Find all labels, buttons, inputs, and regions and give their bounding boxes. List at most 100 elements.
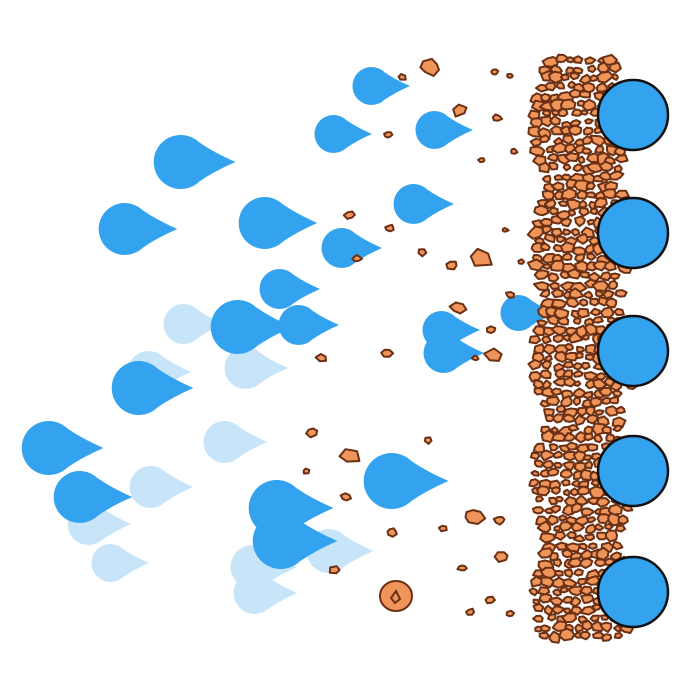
wall-fragment-icon <box>554 495 564 503</box>
wall-fragment-icon <box>609 396 620 405</box>
wall-fragment-icon <box>541 459 555 469</box>
wall-fragment-icon <box>573 55 584 64</box>
wall-fragment-icon <box>612 424 622 433</box>
wall-fragment-icon <box>596 70 615 84</box>
wall-fragment-icon <box>532 325 546 337</box>
wall-fragment-icon <box>558 627 576 642</box>
wall-fragment-icon <box>570 487 579 497</box>
wall-fragment-icon <box>558 521 574 532</box>
wall-fragment-icon <box>571 108 583 117</box>
debris-fragment-icon <box>314 353 328 363</box>
wall-fragment-icon <box>538 631 550 640</box>
wall-fragment-icon <box>599 621 613 633</box>
wall-fragment-icon <box>559 586 569 594</box>
wall-fragment-icon <box>586 413 599 425</box>
debris-fragment-icon <box>510 147 519 155</box>
wall-fragment-icon <box>612 389 623 398</box>
wall-fragment-icon <box>568 209 577 217</box>
debris-fragment-icon <box>469 247 493 267</box>
wall-fragment-icon <box>560 395 573 408</box>
wall-fragment-icon <box>580 594 595 605</box>
wall-fragment-icon <box>560 98 577 111</box>
water-drop-icon <box>53 471 133 523</box>
water-drop-icon <box>111 361 194 415</box>
debris-fragment-icon <box>397 73 407 81</box>
wall-fragment-icon <box>550 387 562 397</box>
wall-fragment-icon <box>609 272 621 281</box>
wall-fragment-icon <box>593 196 608 209</box>
debris-fragment-icon <box>452 103 468 118</box>
wall-fragment-icon <box>553 461 563 469</box>
wall-fragment-icon <box>577 577 589 587</box>
wall-fragment-icon <box>568 287 585 300</box>
wall-fragment-icon <box>548 161 559 171</box>
wall-fragment-icon <box>580 109 589 116</box>
wall-fragment-icon <box>598 386 613 397</box>
debris-fragment-icon <box>339 492 352 502</box>
wall-fragment-icon <box>543 604 554 616</box>
wall-fragment-icon <box>559 73 570 82</box>
wall-fragment-icon <box>576 307 590 319</box>
wall-fragment-icon <box>541 56 560 68</box>
wall-fragment-icon <box>544 81 557 92</box>
wall-fragment-icon <box>560 478 571 487</box>
wall-fragment-icon <box>571 502 584 514</box>
water-drop-icon <box>210 300 293 354</box>
water-drop-icon <box>500 295 555 332</box>
wall-fragment-icon <box>552 377 567 387</box>
debris-fragment-icon <box>445 260 458 271</box>
wall-fragment-icon <box>551 486 561 495</box>
wall-fragment-icon <box>584 533 596 542</box>
debris-fragment-icon <box>305 427 319 439</box>
wall-fragment-icon <box>550 227 564 238</box>
debris-fragment-icon <box>501 227 510 233</box>
wall-fragment-icon <box>559 217 573 228</box>
wall-fragment-icon <box>555 404 567 413</box>
wall-fragment-icon <box>540 115 554 128</box>
wall-fragment-icon <box>541 335 552 345</box>
wall-fragment-icon <box>562 578 578 588</box>
wall-fragment-icon <box>582 333 590 341</box>
wall-fragment-icon <box>560 468 574 479</box>
debris-fragment-icon <box>338 448 361 463</box>
wall-fragment-icon <box>578 207 590 217</box>
wall-fragment-icon <box>563 488 571 497</box>
wall-fragment-icon <box>562 134 575 145</box>
wall-fragment-icon <box>599 271 612 282</box>
debris-fragment-icon <box>384 223 395 233</box>
wall-fragment-icon <box>564 152 580 163</box>
faded-drop-icon <box>224 347 289 389</box>
wall-fragment-icon <box>565 297 580 308</box>
wall-fragment-icon <box>540 566 557 580</box>
wall-fragment-icon <box>579 585 594 596</box>
wall-fragment-icon <box>583 371 599 381</box>
wall-fragment-icon <box>583 432 594 442</box>
wall-fragment-icon <box>562 461 575 472</box>
debris-fragment-icon <box>383 131 394 139</box>
water-drop-icon <box>98 203 178 255</box>
water-drop-icon <box>314 115 372 153</box>
water-drop-icon <box>278 305 339 345</box>
wall-fragment-icon <box>543 233 556 244</box>
wall-fragment-icon <box>553 174 564 181</box>
wall-fragment-icon <box>589 397 604 408</box>
wall-fragment-icon <box>532 614 544 623</box>
wall-fragment-icon <box>577 155 586 165</box>
wall-fragment-icon <box>549 114 561 126</box>
wall-fragment-icon <box>562 163 572 172</box>
wall-fragment-icon <box>554 541 569 551</box>
water-drop-icon <box>321 227 382 268</box>
debris-fragment-icon <box>351 254 364 263</box>
wall-fragment-icon <box>532 442 546 454</box>
wall-fragment-icon <box>575 232 589 245</box>
wall-fragment-icon <box>583 460 594 470</box>
wall-fragment-icon <box>552 413 565 424</box>
debris-fragment-icon <box>470 354 480 362</box>
debris-fragment-icon <box>506 72 514 79</box>
debris-fragment-icon <box>505 291 515 299</box>
wall-fragment-icon <box>532 281 550 292</box>
wall-fragment-icon <box>552 558 563 568</box>
wall-fragment-icon <box>528 478 540 488</box>
wall-fragment-icon <box>526 225 544 240</box>
wall-fragment-icon <box>539 134 551 144</box>
